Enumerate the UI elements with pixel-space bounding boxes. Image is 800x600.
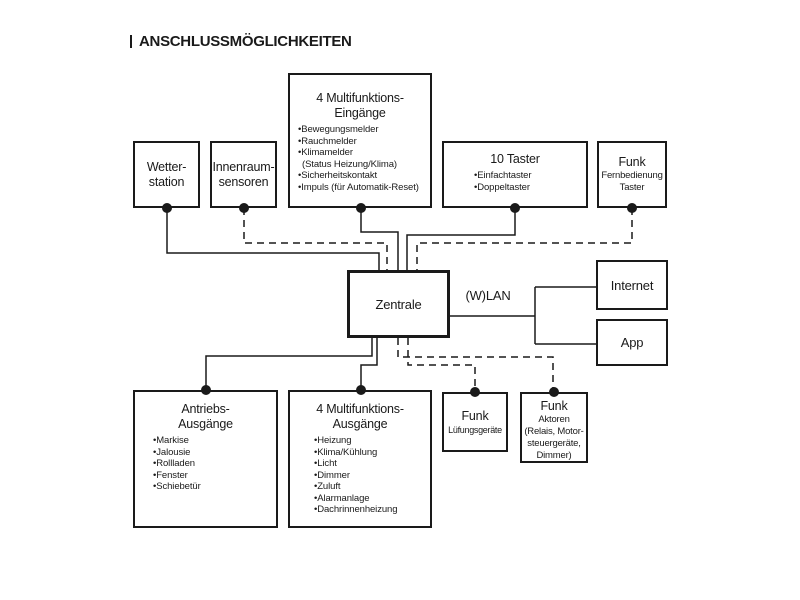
list-item: Heizung (314, 435, 430, 447)
box-multifunktions-ausgaenge: 4 Multifunktions- Ausgänge Heizung Klima… (288, 390, 432, 528)
box-funk-aktoren-line1: Aktoren (538, 414, 570, 425)
wire-wetterstation-zentrale (166, 208, 380, 270)
list-item: (Status Heizung/Klima) (302, 158, 397, 170)
box-ausgaenge-title1: 4 Multifunktions- (316, 402, 404, 416)
list-item: Bewegungsmelder (298, 124, 430, 136)
ausgaenge-list: Heizung Klima/Kühlung Licht Dimmer Zuluf… (290, 435, 430, 516)
box-funk-aktoren: Funk Aktoren (Relais, Motor- steuergerät… (520, 392, 588, 463)
list-item: Klimamelder (298, 147, 430, 159)
taster-list: Einfachtaster Doppeltaster (444, 170, 586, 193)
list-item: Einfachtaster (474, 170, 586, 182)
wlan-label: (W)LAN (465, 288, 511, 303)
box-internet-title: Internet (610, 277, 654, 293)
list-item: Fenster (153, 470, 276, 482)
list-item: Rollladen (153, 458, 276, 470)
page-title-text: ANSCHLUSSMÖGLICHKEITEN (139, 33, 352, 50)
box-10-taster: 10 Taster Einfachtaster Doppeltaster (442, 141, 588, 208)
title-bar-mark (130, 35, 132, 48)
box-eingaenge-title2: Eingänge (334, 106, 386, 120)
list-item: Klima/Kühlung (314, 447, 430, 459)
list-item: Rauchmelder (298, 136, 430, 148)
box-app-title: App (620, 335, 644, 350)
box-funk-aktoren-line4: Dimmer) (536, 450, 572, 461)
box-app: App (596, 319, 668, 366)
list-item: Dachrinnenheizung (314, 504, 430, 516)
box-internet: Internet (596, 260, 668, 310)
box-antriebe-title2: Ausgänge (178, 417, 233, 431)
wire-zentrale-funk-lueftung (407, 338, 476, 392)
box-multifunktions-eingaenge: 4 Multifunktions- Eingänge Bewegungsmeld… (288, 73, 432, 208)
list-item: Licht (314, 458, 430, 470)
box-funk-lueftung-title: Funk (461, 408, 489, 423)
list-item: Sicherheitskontakt (298, 170, 430, 182)
box-antriebs-ausgaenge: Antriebs- Ausgänge Markise Jalousie Roll… (133, 390, 278, 528)
box-funk-aktoren-line2: (Relais, Motor- (524, 426, 584, 437)
box-ausgaenge-title2: Ausgänge (332, 417, 388, 431)
box-zentrale-title: Zentrale (375, 296, 422, 312)
box-funk-fernbedienung: Funk Fernbedienung Taster (597, 141, 667, 208)
box-innenraumsensoren: Innenraum- sensoren (210, 141, 277, 208)
list-item: Impuls (für Automatik-Reset) (298, 182, 430, 194)
box-eingaenge-title1: 4 Multifunktions- (316, 91, 404, 105)
list-item: Schiebetür (153, 481, 276, 493)
box-funk-lueftung-line1: Lüfungsgeräte (448, 424, 502, 435)
box-antriebe-title1: Antriebs- (181, 402, 230, 416)
box-funk-fb-line2: Taster (619, 182, 645, 193)
list-item: Dimmer (314, 470, 430, 482)
eingaenge-list: Bewegungsmelder Rauchmelder Klimamelder … (290, 124, 430, 193)
box-funk-lueftung: Funk Lüfungsgeräte (442, 392, 508, 452)
wire-zentrale-antriebs-ausgaenge (205, 338, 373, 390)
box-funk-fb-line1: Fernbedienung (601, 170, 663, 181)
box-innenraumsensoren-line2: sensoren (218, 174, 269, 189)
wire-eingaenge-zentrale (360, 208, 399, 270)
box-wetterstation-line1: Wetter- (146, 159, 187, 174)
wire-innenraumsensoren-zentrale (243, 208, 388, 270)
list-item: Jalousie (153, 447, 276, 459)
wire-zentrale-funk-aktoren (397, 338, 554, 392)
box-funk-fb-title: Funk (618, 155, 646, 169)
page-title: ANSCHLUSSMÖGLICHKEITEN (130, 33, 352, 50)
box-wetterstation: Wetter- station (133, 141, 200, 208)
box-taster-title: 10 Taster (490, 152, 540, 166)
box-funk-aktoren-title: Funk (540, 399, 568, 413)
list-item: Zuluft (314, 481, 430, 493)
box-zentrale: Zentrale (347, 270, 450, 338)
wire-zentrale-multifunktions-ausgaenge (360, 338, 378, 390)
list-item: Doppeltaster (474, 182, 586, 194)
list-item: Markise (153, 435, 276, 447)
box-innenraumsensoren-line1: Innenraum- (212, 159, 275, 174)
antriebe-list: Markise Jalousie Rollladen Fenster Schie… (135, 435, 276, 493)
box-funk-aktoren-line3: steuergeräte, (527, 438, 581, 449)
box-wetterstation-line2: station (148, 174, 185, 189)
wire-taster-zentrale (406, 208, 516, 270)
list-item: Alarmanlage (314, 493, 430, 505)
